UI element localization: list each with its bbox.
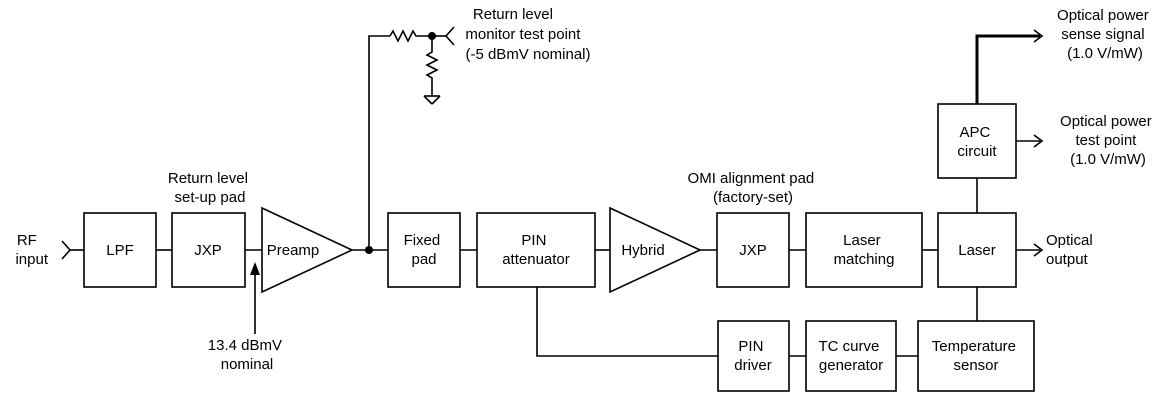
tc-curve-generator-label: TC curve generator xyxy=(818,338,883,374)
pin-driver-block xyxy=(717,320,790,392)
temperature-sensor-block xyxy=(917,320,1035,392)
preamp-output-junction xyxy=(365,246,373,254)
optical-power-sense-arrow xyxy=(975,29,1044,104)
pin-attenuator-block xyxy=(476,212,596,288)
laser-matching-block xyxy=(805,212,923,288)
laser-label: Laser xyxy=(958,242,996,259)
apc-circuit-block xyxy=(937,103,1017,179)
shunt-resistor xyxy=(425,36,439,96)
optical-output-label: Optical output xyxy=(1046,232,1097,268)
fixed-pad-label: Fixed pad xyxy=(404,232,445,268)
omi-alignment-pad-label: OMI alignment pad (factory-set) xyxy=(688,170,819,206)
rf-input-connector xyxy=(61,240,72,260)
return-level-setup-pad-label: Return level set-up pad xyxy=(168,170,252,206)
jxp-setup-pad-block xyxy=(171,212,246,288)
temperature-sensor-label: Temperature sensor xyxy=(932,338,1020,374)
lpf-label: LPF xyxy=(106,242,134,259)
jxp-setup-label: JXP xyxy=(194,242,222,259)
jxp-omi-label: JXP xyxy=(739,242,767,259)
fixed-pad-block xyxy=(387,212,461,288)
optical-power-test-point-label: Optical power test point (1.0 V/mW) xyxy=(1060,113,1156,168)
pin-attenuator-label: PIN attenuator xyxy=(502,232,570,268)
series-resistor xyxy=(389,29,432,43)
ground-icon xyxy=(423,95,441,105)
preamp-triangle xyxy=(261,206,354,294)
rf-input-label: RF input xyxy=(15,232,48,268)
hybrid-label: Hybrid xyxy=(621,242,664,259)
return-level-monitor-label: Return level monitor test point (-5 dBmV… xyxy=(465,6,590,63)
apc-circuit-label: APC circuit xyxy=(957,124,997,160)
laser-block xyxy=(937,212,1017,288)
tc-curve-generator-block xyxy=(805,320,897,392)
preamp-label: Preamp xyxy=(267,242,320,259)
preamp-input-level-arrow xyxy=(250,262,260,334)
optical-power-sense-signal-label: Optical power sense signal (1.0 V/mW) xyxy=(1057,7,1153,62)
preamp-input-level-label: 13.4 dBmV nominal xyxy=(208,337,286,373)
optical-output-arrow xyxy=(1016,243,1044,257)
lpf-block xyxy=(83,212,157,288)
laser-matching-label: Laser matching xyxy=(834,232,895,268)
optical-power-test-point-arrow xyxy=(1016,134,1044,148)
jxp-omi-pad-block xyxy=(716,212,790,288)
signal-wires xyxy=(70,35,978,357)
pin-driver-label: PIN driver xyxy=(734,338,772,374)
hybrid-triangle xyxy=(609,206,702,294)
